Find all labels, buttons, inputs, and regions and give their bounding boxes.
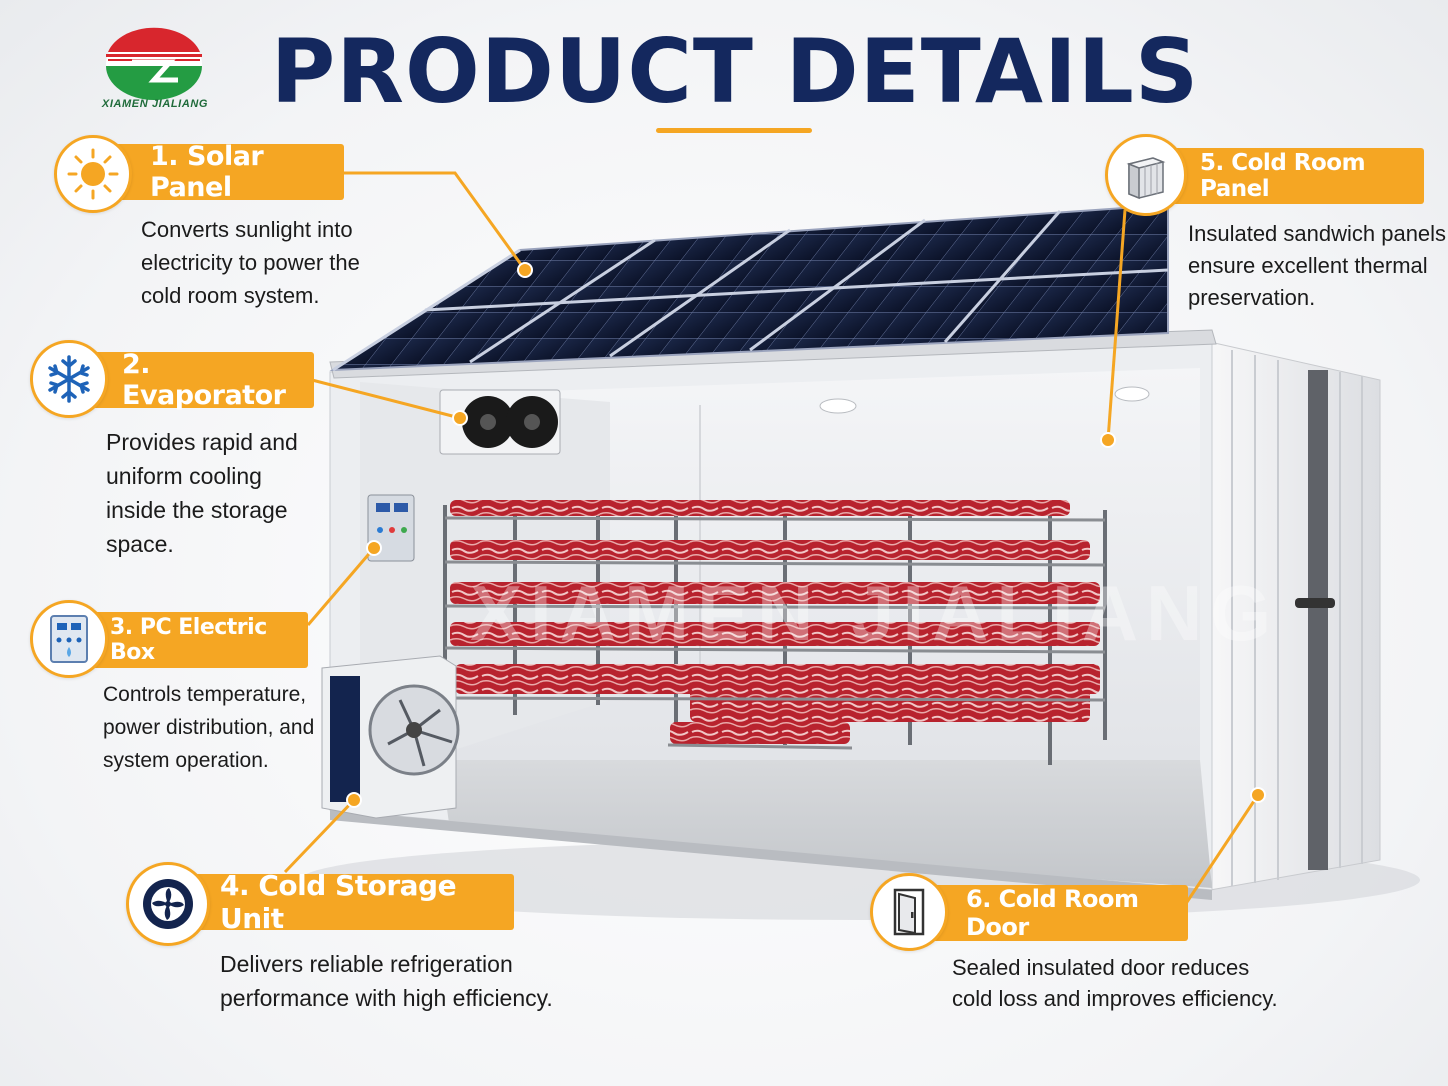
- snowflake-icon: [48, 355, 90, 403]
- watermark-text: XIAMEN JIALIANG: [470, 569, 1279, 657]
- page-title: PRODUCT DETAILS: [270, 20, 1200, 123]
- callout-icon-cold-room-door: [870, 873, 948, 951]
- sun-icon: [67, 148, 119, 200]
- callout-icon-pc-electric-box: [30, 600, 108, 678]
- callout-desc-pc-electric-box: Controls temperature,power distribution,…: [103, 683, 315, 772]
- callout-icon-cold-room-panel: [1105, 134, 1187, 216]
- callout-label-solar-panel: 1. Solar Panel: [104, 141, 344, 203]
- callout-label-cold-room-panel: 5. Cold Room Panel: [1148, 148, 1424, 204]
- callout-icon-evaporator: [30, 340, 108, 418]
- electric-box-icon: [50, 615, 88, 663]
- brand-name: XIAMEN JIALIANG: [101, 98, 209, 110]
- callout-icon-cold-storage-unit: [126, 862, 210, 946]
- callout-icon-solar-panel: [54, 135, 132, 213]
- callout-label-pc-electric-box: 3. PC Electric Box: [72, 612, 308, 668]
- callout-label-cold-room-door: 6. Cold Room Door: [912, 885, 1188, 941]
- brand-logo: [92, 22, 222, 117]
- panel-icon: [1126, 157, 1166, 200]
- callout-label-cold-storage-unit: 4. Cold Storage Unit: [170, 869, 514, 935]
- fan-icon: [143, 879, 193, 929]
- callout-label-evaporator: 2. Evaporator: [70, 349, 314, 411]
- title-underline: [656, 128, 812, 133]
- door-icon: [893, 888, 925, 936]
